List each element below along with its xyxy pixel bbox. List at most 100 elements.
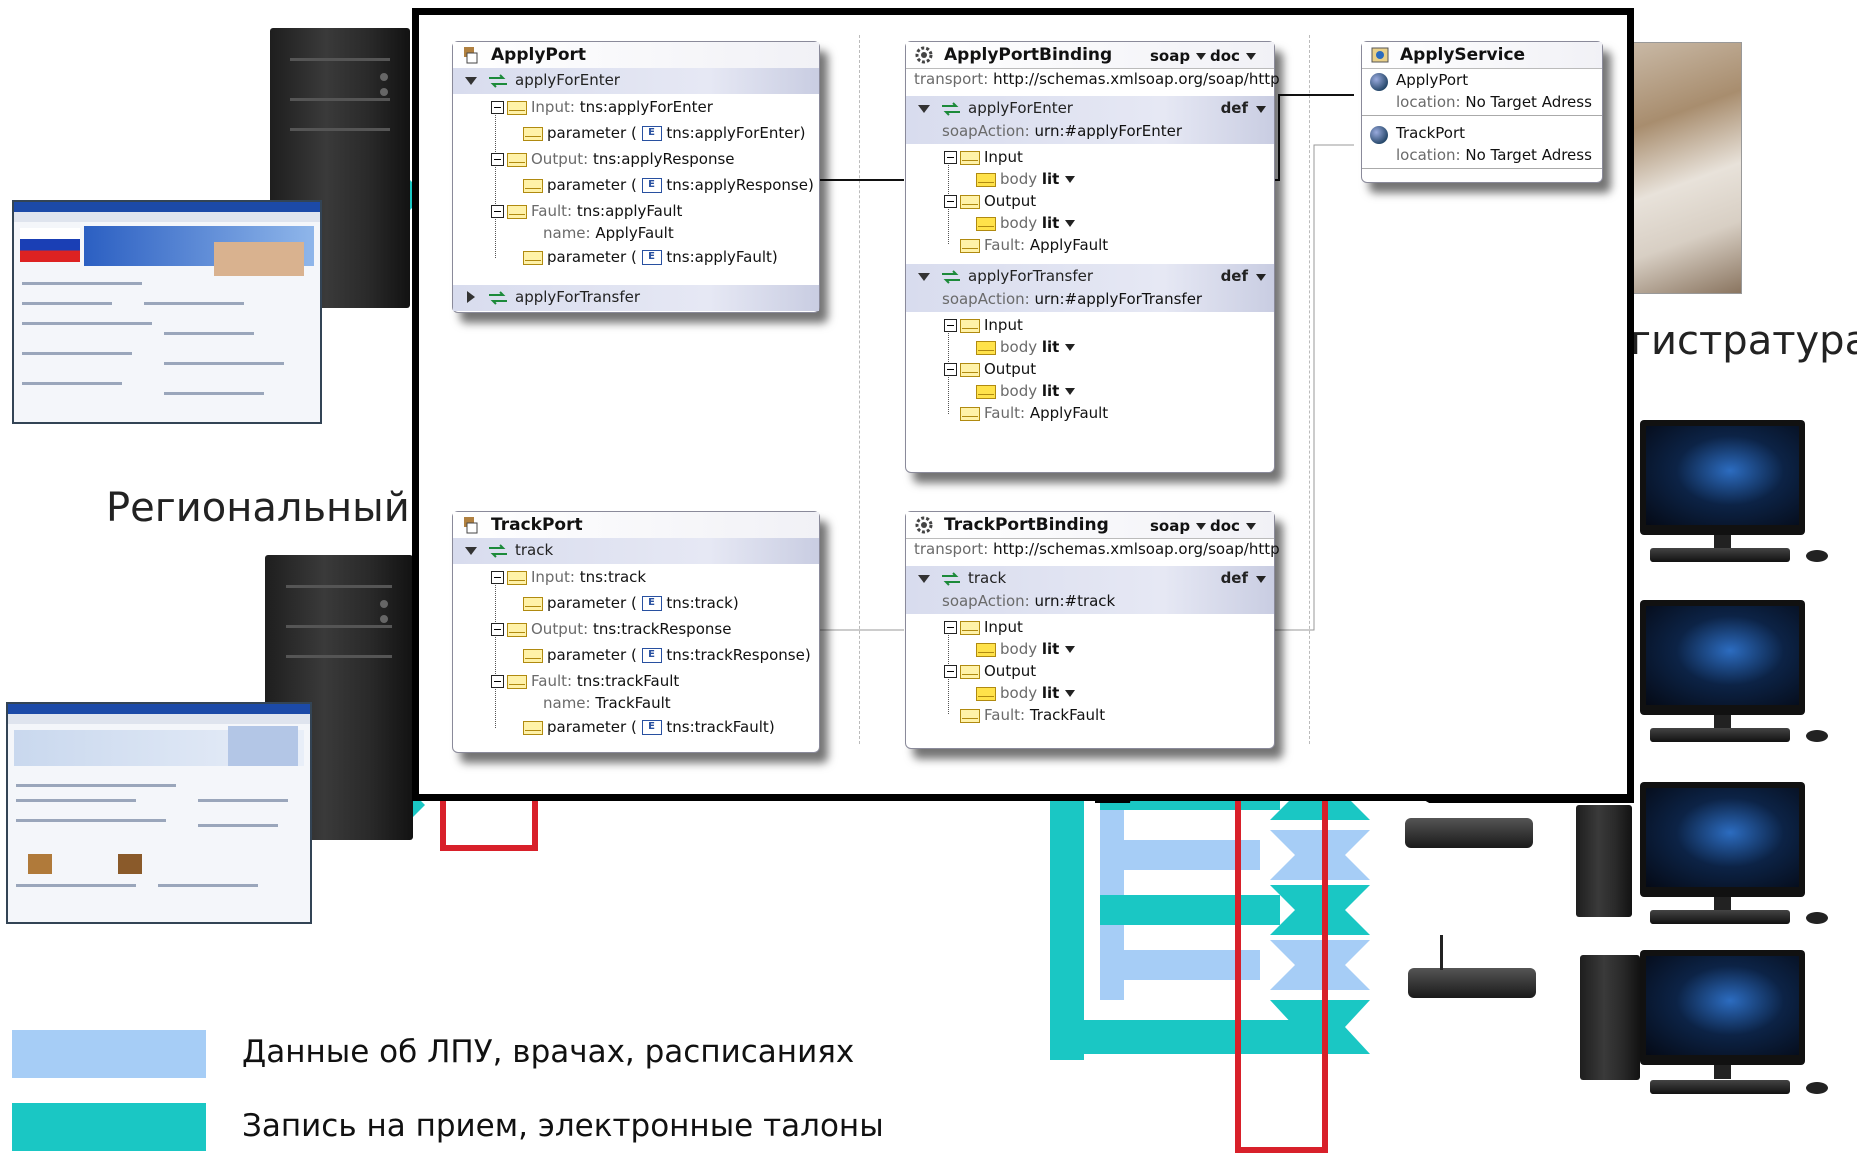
- element-icon: E: [641, 126, 662, 141]
- service-port-applyport[interactable]: ApplyPort location: No Target Adress: [1362, 69, 1602, 116]
- service-port-trackport[interactable]: TrackPort location: No Target Adress: [1362, 122, 1602, 169]
- minus-icon[interactable]: [944, 319, 957, 332]
- exchange-arrows-icon: [942, 270, 960, 284]
- message-icon: [507, 100, 527, 115]
- message-icon: [960, 620, 980, 635]
- op-label: track: [515, 541, 554, 559]
- collapse-icon[interactable]: [465, 547, 477, 555]
- message-icon: [960, 664, 980, 679]
- track-binding-title: TrackPortBinding: [944, 515, 1109, 535]
- def-select[interactable]: def: [1220, 569, 1248, 587]
- collapse-icon[interactable]: [918, 105, 930, 113]
- minus-icon[interactable]: [944, 621, 957, 634]
- pc-keyboard-4: [1650, 1080, 1790, 1094]
- minus-icon[interactable]: [491, 623, 504, 636]
- pc-monitor-3: [1640, 782, 1805, 911]
- exchange-arrows-icon: [489, 291, 507, 305]
- part-icon: [523, 178, 543, 193]
- part-icon: [523, 720, 543, 735]
- collapse-icon[interactable]: [465, 77, 477, 85]
- lit-select[interactable]: lit: [1041, 170, 1060, 188]
- message-icon: [960, 194, 980, 209]
- lit-select[interactable]: lit: [1041, 214, 1060, 232]
- fault-icon: [960, 406, 980, 421]
- doc-select[interactable]: doc: [1210, 517, 1240, 535]
- soap-select[interactable]: soap: [1150, 517, 1191, 535]
- receptionist-photo: [1630, 42, 1742, 294]
- apply-service-box[interactable]: ApplyService ApplyPort location: No Targ…: [1361, 41, 1603, 183]
- globe-icon: [1370, 126, 1388, 144]
- track-port-box[interactable]: TrackPort track Input: tns:track paramet…: [452, 511, 820, 753]
- minus-icon[interactable]: [491, 675, 504, 688]
- collapse-icon[interactable]: [918, 273, 930, 281]
- def-select[interactable]: def: [1220, 267, 1248, 285]
- exchange-arrows-icon: [489, 74, 507, 88]
- pc-mouse-4: [1806, 1082, 1828, 1094]
- message-icon: [507, 204, 527, 219]
- op-applyforenter[interactable]: applyForEnter: [453, 68, 819, 94]
- body-icon: [976, 384, 996, 399]
- message-icon: [960, 150, 980, 165]
- binding-op-track[interactable]: track def soapAction: urn:#track: [906, 566, 1274, 614]
- router-antenna: [1440, 935, 1443, 970]
- apply-port-binding-box[interactable]: ApplyPortBinding soap doc transport: htt…: [905, 41, 1280, 473]
- track-port-binding-box[interactable]: TrackPortBinding soap doc transport: htt…: [905, 511, 1280, 749]
- minus-icon[interactable]: [944, 363, 957, 376]
- binding-op-applyforenter[interactable]: applyForEnter def soapAction: urn:#apply…: [906, 96, 1274, 144]
- service-icon: [1371, 47, 1389, 63]
- pc-mouse-2: [1806, 730, 1828, 742]
- body-icon: [976, 686, 996, 701]
- lit-select[interactable]: lit: [1041, 640, 1060, 658]
- lit-select[interactable]: lit: [1041, 338, 1060, 356]
- globe-icon: [1370, 73, 1388, 91]
- minus-icon[interactable]: [944, 195, 957, 208]
- pc-keyboard-1: [1650, 548, 1790, 562]
- minus-icon[interactable]: [944, 151, 957, 164]
- message-icon: [507, 622, 527, 637]
- element-icon: E: [641, 720, 662, 735]
- minus-icon[interactable]: [491, 571, 504, 584]
- legend-swatch-light-blue: [12, 1030, 206, 1078]
- legend-label-data: Данные об ЛПУ, врачах, расписаниях: [242, 1034, 855, 1070]
- part-icon: [523, 648, 543, 663]
- op-label: applyForTransfer: [515, 288, 641, 306]
- message-icon: [960, 362, 980, 377]
- minus-icon[interactable]: [944, 665, 957, 678]
- pc-monitor-1: [1640, 420, 1805, 549]
- soap-select[interactable]: soap: [1150, 47, 1191, 65]
- pc-tower-4: [1580, 955, 1640, 1080]
- def-select[interactable]: def: [1220, 99, 1248, 117]
- lit-select[interactable]: lit: [1041, 684, 1060, 702]
- legend-label-appointments: Запись на прием, электронные талоны: [242, 1108, 884, 1144]
- body-icon: [976, 216, 996, 231]
- op-applyfortransfer[interactable]: applyForTransfer: [453, 285, 819, 311]
- exchange-arrows-icon: [942, 572, 960, 586]
- doc-select[interactable]: doc: [1210, 47, 1240, 65]
- apply-port-box[interactable]: ApplyPort applyForEnter Input: tns:apply…: [452, 41, 820, 313]
- apply-port-title: ApplyPort: [491, 45, 587, 65]
- pc-tower-3: [1576, 805, 1632, 917]
- fault-icon: [960, 708, 980, 723]
- pc-monitor-4: [1640, 950, 1805, 1079]
- transport-url: http://schemas.xmlsoap.org/soap/http: [993, 70, 1280, 88]
- pc-keyboard-2: [1650, 728, 1790, 742]
- message-icon: [960, 318, 980, 333]
- portal-screenshot-federal: [12, 200, 322, 424]
- binding-op-applyfortransfer[interactable]: applyForTransfer def soapAction: urn:#ap…: [906, 264, 1274, 312]
- expand-icon[interactable]: [467, 291, 475, 303]
- port-icon: [464, 47, 478, 64]
- lit-select[interactable]: lit: [1041, 382, 1060, 400]
- collapse-icon[interactable]: [918, 575, 930, 583]
- part-icon: [523, 250, 543, 265]
- exchange-arrows-icon: [489, 544, 507, 558]
- label-regional: Региональный: [106, 485, 410, 531]
- pc-mouse-3: [1806, 912, 1828, 924]
- pc-keyboard-3: [1650, 910, 1790, 924]
- op-track[interactable]: track: [453, 538, 819, 564]
- minus-icon[interactable]: [491, 153, 504, 166]
- router-2: [1408, 968, 1536, 998]
- minus-icon[interactable]: [491, 205, 504, 218]
- minus-icon[interactable]: [491, 101, 504, 114]
- element-icon: E: [641, 178, 662, 193]
- track-port-title: TrackPort: [491, 515, 583, 535]
